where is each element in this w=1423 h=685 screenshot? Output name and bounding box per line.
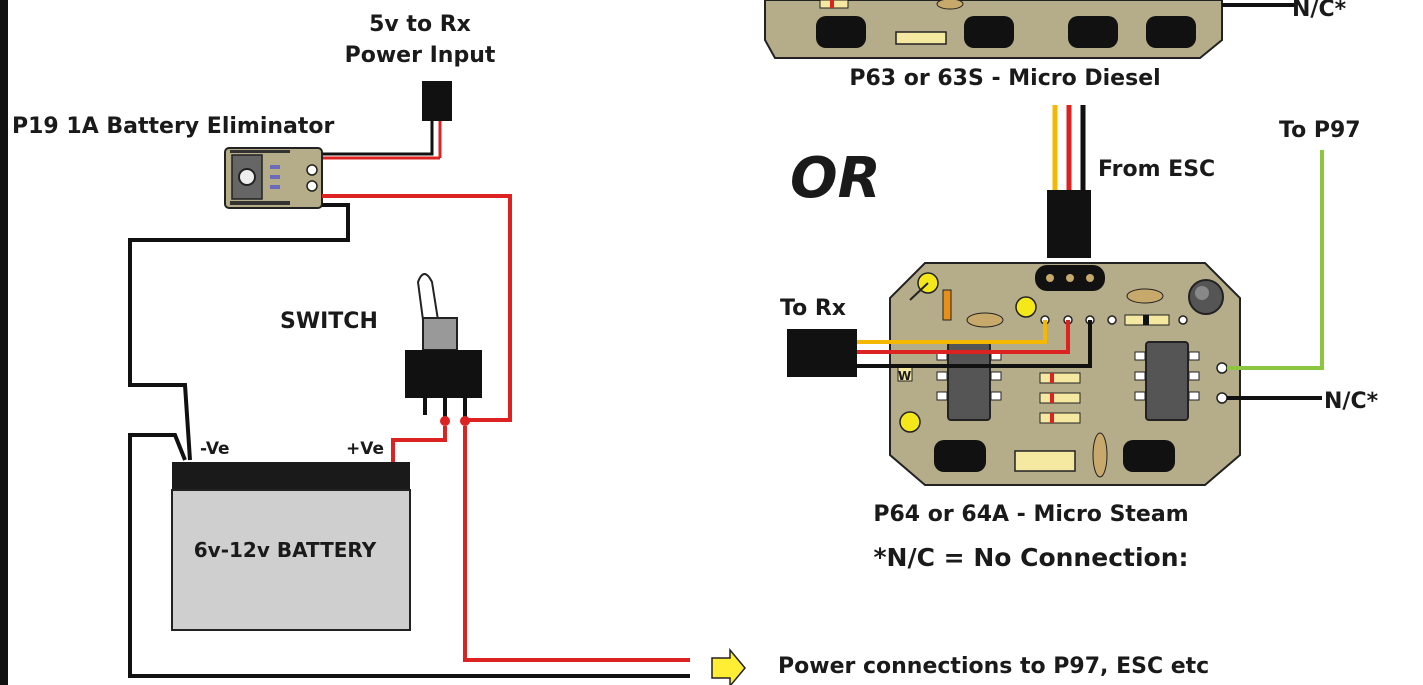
toggle-switch [405,273,482,426]
rx-power-connector [422,81,452,158]
rx-connector [787,329,857,377]
steam-board-label: P64 or 64A - Micro Steam [873,502,1188,527]
rx-power-label-2: Power Input [345,43,496,68]
from-esc-label: From ESC [1098,157,1215,182]
rx-power-label: 5v to Rx [369,12,471,37]
output-arrow-icon [711,647,746,685]
nc-note-label: *N/C = No Connection: [873,543,1188,572]
neg-terminal-label: -Ve [200,439,230,459]
w-mark-label: W [898,369,911,383]
rx-black-wire [322,148,434,156]
power-connections-label: Power connections to P97, ESC etc [778,654,1209,679]
battery-eliminator-board [224,147,323,209]
steam-nc-label: N/C* [1324,389,1379,414]
battery [171,462,411,631]
diesel-nc-label: N/C* [1292,0,1347,22]
rx-yellow-wire [857,320,1047,344]
eliminator-red-wire [322,194,512,422]
battery-pos-wire [391,426,447,462]
rx-black-wire-2 [857,320,1092,368]
left-border [0,0,8,685]
output-red-wire [463,426,690,662]
rx-red-wire-2 [857,320,1070,354]
eliminator-black-wire [128,203,350,461]
battery-label: 6v-12v BATTERY [194,538,377,562]
diesel-board-label: P63 or 63S - Micro Diesel [849,66,1160,91]
to-p97-green-wire [1227,150,1324,370]
micro-diesel-board [764,0,1223,59]
to-rx-label: To Rx [780,296,846,321]
to-p97-label: To P97 [1279,118,1361,143]
pos-terminal-label: +Ve [346,439,384,459]
switch-label: SWITCH [280,309,378,334]
esc-wire-bundle [1047,105,1091,258]
output-black-wire [128,433,690,678]
battery-eliminator-label: P19 1A Battery Eliminator [12,114,335,139]
micro-steam-board [889,262,1241,486]
or-label: OR [790,146,881,211]
